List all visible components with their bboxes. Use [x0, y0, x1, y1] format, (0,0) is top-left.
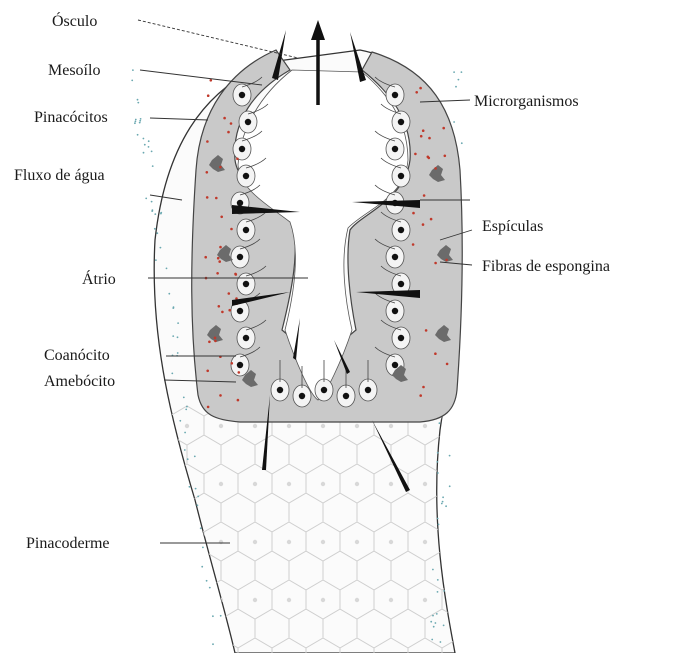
label-osculo: Ósculo: [52, 11, 97, 30]
microorganism-dot: [422, 386, 425, 389]
label-pinacoderme: Pinacoderme: [26, 535, 110, 552]
microorganism-dot: [419, 87, 422, 90]
label-fluxo-agua: Fluxo de água: [14, 167, 105, 184]
microorganism-dot: [207, 94, 210, 97]
microorganism-dot: [415, 91, 418, 94]
microorganism-dot: [434, 167, 437, 170]
microorganism-dot: [218, 305, 221, 308]
microorganism-dot: [215, 197, 218, 200]
label-fibras-espongina: Fibras de espongina: [482, 258, 610, 275]
microorganism-dot: [230, 122, 233, 125]
microorganism-dot: [208, 341, 211, 344]
microorganism-dot: [422, 223, 425, 226]
microorganism-dot: [219, 394, 222, 397]
microorganism-dot: [206, 370, 209, 373]
label-espiculas: Espículas: [482, 218, 543, 235]
microorganism-dot: [412, 243, 415, 246]
microorganism-dot: [446, 363, 449, 366]
microorganism-dot: [207, 406, 210, 409]
microorganism-dot: [230, 228, 233, 231]
microorganism-dot: [221, 311, 224, 314]
microorganism-dot: [238, 371, 241, 374]
microorganism-dot: [228, 309, 231, 312]
microorganism-dot: [227, 131, 230, 134]
microorganism-dot: [234, 273, 237, 276]
label-microrganismos: Microrganismos: [474, 93, 579, 110]
microorganism-dot: [206, 171, 209, 174]
microorganism-dot: [434, 262, 437, 265]
microorganism-dot: [419, 394, 422, 397]
microorganism-dot: [428, 157, 431, 160]
microorganism-dot: [236, 158, 239, 161]
label-coanocito: Coanócito: [44, 347, 110, 364]
microorganism-dot: [434, 352, 437, 355]
label-atrio: Átrio: [82, 269, 116, 288]
microorganism-dot: [220, 216, 223, 219]
label-mesoilo: Mesoílo: [48, 62, 100, 79]
microorganism-dot: [218, 260, 221, 263]
microorganism-dot: [444, 155, 447, 158]
microorganism-dot: [206, 196, 209, 199]
microorganism-dot: [219, 246, 222, 249]
microorganism-dot: [422, 129, 425, 132]
microorganism-dot: [412, 212, 415, 215]
microorganism-dot: [442, 127, 445, 130]
microorganism-dot: [219, 166, 222, 169]
microorganism-dot: [214, 340, 217, 343]
microorganism-dot: [420, 135, 423, 138]
microorganism-dot: [223, 117, 226, 120]
microorganism-dot: [414, 153, 417, 156]
microorganism-dot: [210, 79, 213, 82]
microorganism-dot: [228, 292, 231, 295]
microorganism-dot: [237, 399, 240, 402]
microorganism-dot: [428, 137, 431, 140]
microorganism-dot: [217, 257, 220, 260]
microorganism-dot: [204, 256, 207, 259]
microorganism-dot: [425, 329, 428, 332]
microorganism-dot: [231, 362, 234, 365]
pinacoderm-texture: [150, 405, 480, 653]
microorganism-dot: [445, 259, 448, 262]
microorganism-dot: [216, 272, 219, 275]
microorganism-dot: [206, 140, 209, 143]
microorganism-dot: [430, 218, 433, 221]
microorganism-dot: [214, 337, 217, 340]
label-pinacocitos: Pinacócitos: [34, 109, 108, 126]
label-amebocito: Amebócito: [44, 373, 115, 390]
microorganism-dot: [423, 194, 426, 197]
